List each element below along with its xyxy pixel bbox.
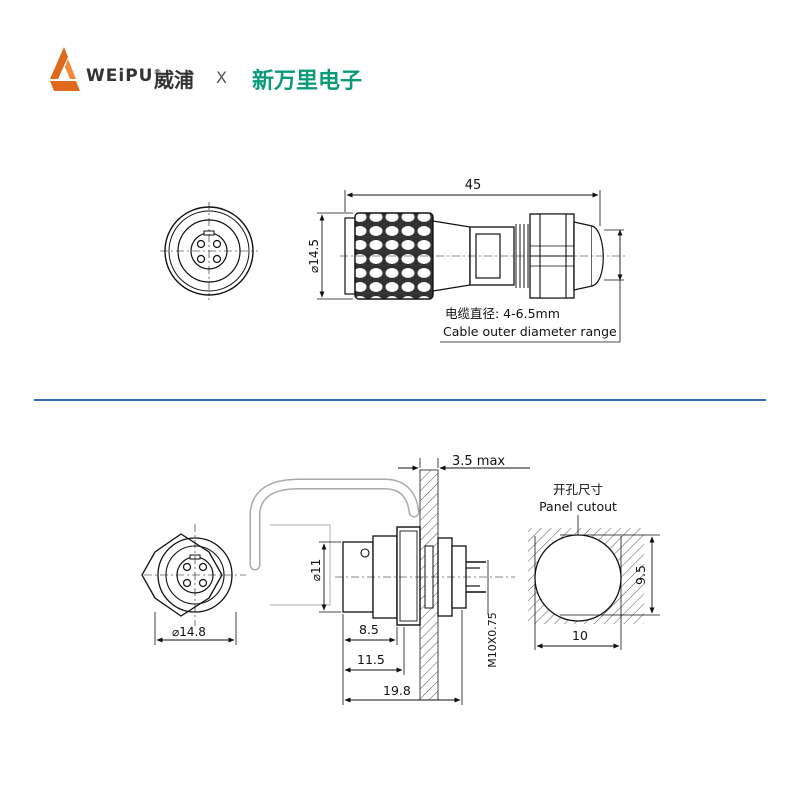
top-front-view	[160, 202, 258, 300]
thread-label: M10X0.75	[486, 612, 499, 668]
bottom-side-view: 3.5 max ⌀11 8.5 11.5 19.8 M10X0.75	[249, 454, 530, 705]
brand-name-cn: 威浦	[154, 68, 194, 92]
front-diameter-label: ⌀14.8	[172, 625, 206, 639]
panel-max-label: 3.5 max	[452, 454, 505, 469]
bottom-front-view: ⌀14.8	[141, 524, 246, 645]
partner-name: 新万里电子	[252, 69, 363, 94]
collaboration-mark: X	[216, 68, 227, 87]
weipu-logo-icon	[50, 47, 80, 91]
cable-range-cn: 电缆直径: 4-6.5mm	[445, 306, 560, 321]
cutout-width-label: 10	[572, 628, 588, 643]
length-dim-label: 45	[465, 178, 482, 193]
dim-8-5-label: 8.5	[359, 622, 379, 637]
dim-19-8-label: 19.8	[383, 683, 411, 698]
cutout-height-label: 9.5	[633, 565, 648, 585]
diameter-dim-label: ⌀14.5	[307, 239, 321, 273]
section-divider	[34, 399, 766, 401]
panel-cutout-view: 开孔尺寸 Panel cutout 10 9.5	[528, 482, 660, 650]
cable-range-en: Cable outer diameter range	[443, 324, 617, 339]
cutout-title-cn: 开孔尺寸	[553, 482, 603, 497]
header: WEiPU® 威浦 X 新万里电子	[0, 0, 800, 120]
dim-11-5-label: 11.5	[357, 652, 385, 667]
body-diameter-label: ⌀11	[309, 559, 323, 582]
brand-name-en: WEiPU®	[86, 66, 163, 86]
cutout-title-en: Panel cutout	[539, 499, 617, 514]
top-side-view: 45 ⌀14.5 电缆直径: 4-6.5mm Cable outer diame…	[307, 178, 625, 343]
